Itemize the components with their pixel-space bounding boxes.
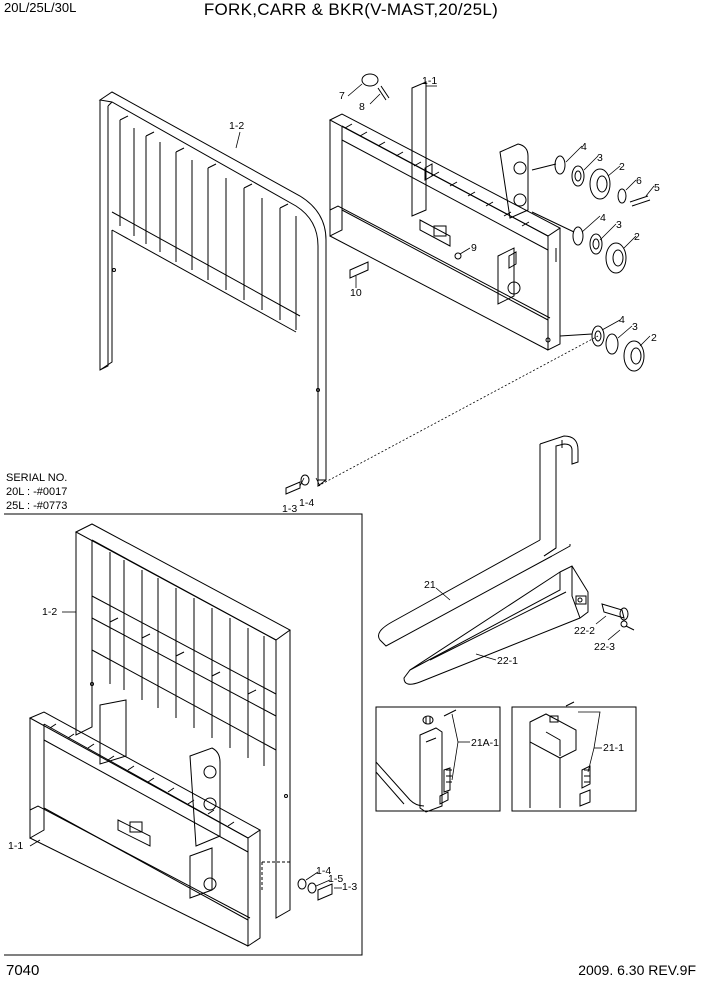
callout-6: 6 — [636, 175, 642, 187]
revision-date: 2009. 6.30 REV.9F — [578, 962, 696, 978]
callout-1-2-top: 1-2 — [229, 120, 244, 132]
callout-1-1-inset: 1-1 — [8, 840, 23, 852]
callout-21-1: 21-1 — [603, 742, 624, 754]
bolt-inset — [297, 878, 333, 901]
callout-22-1: 22-1 — [497, 655, 518, 667]
callout-3b: 3 — [616, 219, 622, 231]
backrest-top — [98, 91, 327, 487]
leader-lines-fork — [435, 587, 621, 661]
page-number: 7040 — [6, 962, 40, 979]
callout-1-3-inset: 1-3 — [342, 881, 357, 893]
roller-assembly — [349, 73, 651, 372]
detail-box-21-1 — [511, 701, 637, 812]
callout-2b: 2 — [634, 231, 640, 243]
callout-1-3-top: 1-3 — [282, 503, 297, 515]
fork-21 — [378, 435, 579, 647]
callout-1-1-top: 1-1 — [422, 75, 437, 87]
serial-line-25l: 25L : -#0773 — [6, 500, 68, 512]
callout-1-4-top: 1-4 — [299, 497, 314, 509]
callout-4b: 4 — [600, 212, 606, 224]
callout-labels: 1-1 1-2 7 8 4 3 2 6 5 4 3 2 9 10 4 3 2 1… — [8, 75, 660, 893]
carriage-top — [328, 81, 561, 351]
serial-heading: SERIAL NO. — [6, 472, 68, 484]
fork-22-1 — [403, 565, 589, 685]
callout-22-2: 22-2 — [574, 625, 595, 637]
callout-21: 21 — [424, 579, 436, 591]
callout-7: 7 — [339, 90, 345, 102]
callout-1-2-inset: 1-2 — [42, 606, 57, 618]
callout-21a-1: 21A-1 — [471, 737, 499, 749]
leader-lines-inset — [29, 611, 342, 889]
page-title: FORK,CARR & BKR(V-MAST,20/25L) — [203, 0, 499, 19]
serial-line-20l: 20L : -#0017 — [6, 486, 68, 498]
callout-8: 8 — [359, 101, 365, 113]
callout-1-5-inset: 1-5 — [328, 873, 343, 885]
callout-3c: 3 — [632, 321, 638, 333]
inset-box — [4, 513, 363, 956]
detail-box-21a-1 — [375, 706, 501, 813]
carriage-inset — [28, 699, 291, 947]
callout-4c: 4 — [619, 314, 625, 326]
backrest-inset — [74, 523, 291, 919]
serial-number-note: SERIAL NO. 20L : -#0017 25L : -#0773 — [6, 471, 67, 513]
callout-3a: 3 — [597, 152, 603, 164]
callout-5: 5 — [654, 182, 660, 194]
callout-22-3: 22-3 — [594, 641, 615, 653]
callout-2c: 2 — [651, 332, 657, 344]
callout-2a: 2 — [619, 161, 625, 173]
bolt-top-1-3 — [285, 474, 310, 495]
fork-pin-22 — [601, 603, 635, 631]
leader-lines-top — [235, 83, 655, 487]
callout-4a: 4 — [581, 141, 587, 153]
callout-9: 9 — [471, 242, 477, 254]
model-label: 20L/25L/30L — [4, 0, 77, 15]
callout-1-4-inset: 1-4 — [316, 865, 331, 877]
callout-10: 10 — [350, 287, 362, 299]
